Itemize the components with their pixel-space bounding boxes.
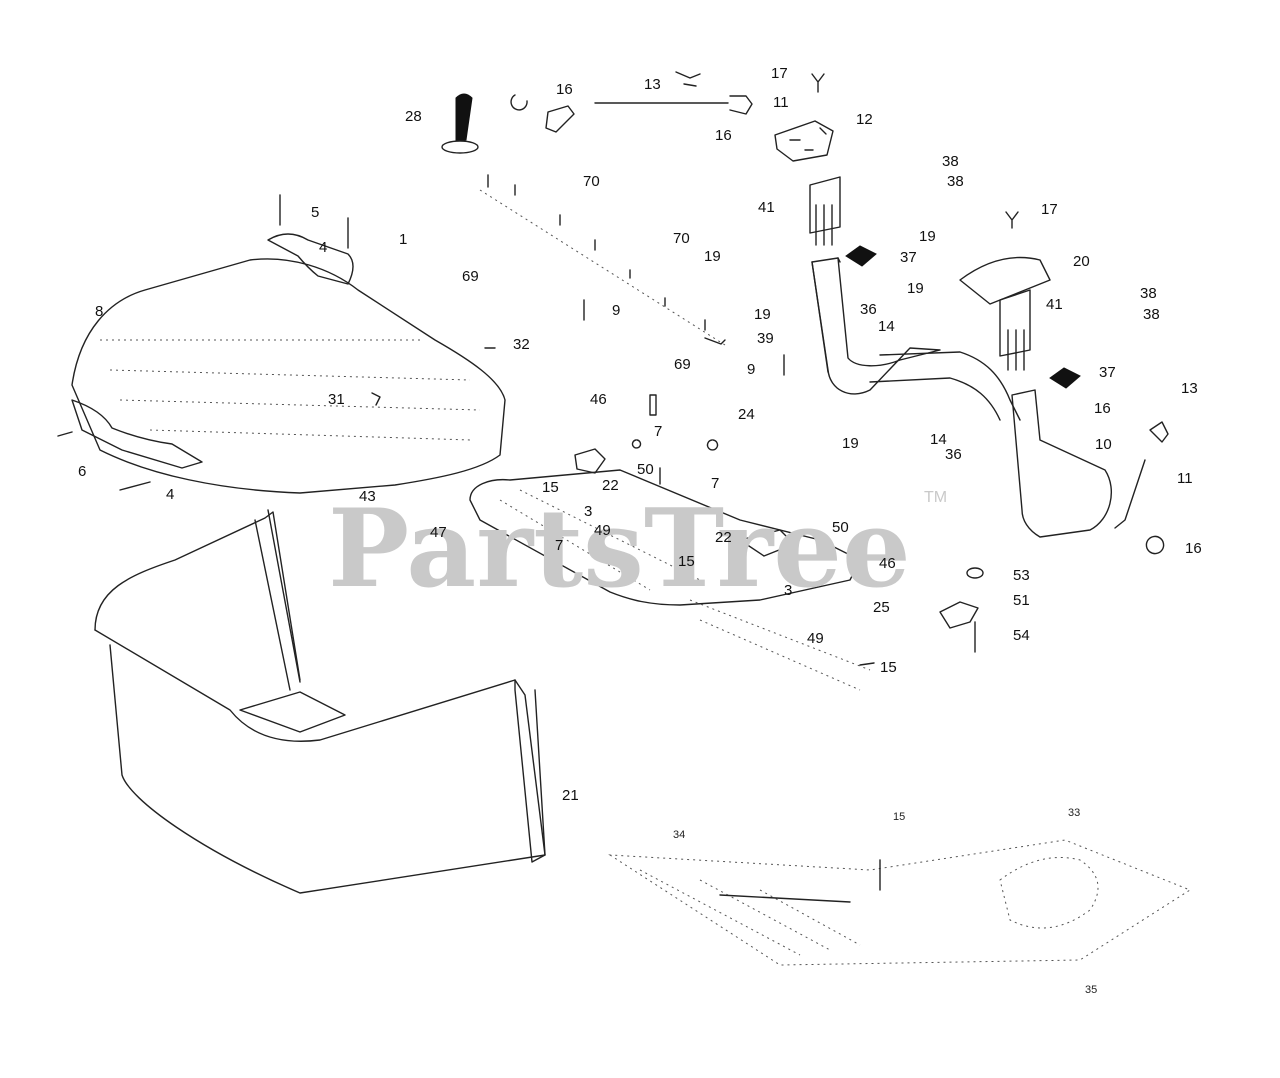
callout-46: 46 [879,555,896,572]
callout-51: 51 [1013,592,1030,609]
callout-10: 10 [1095,436,1112,453]
grass-bag-frame-part [94,509,546,894]
callout-38: 38 [1143,306,1160,323]
lower-frame-rail-part [469,469,871,691]
callout-53: 53 [1013,567,1030,584]
callout-19: 19 [754,306,771,323]
callout-15: 15 [893,811,905,823]
callout-8: 8 [95,303,103,320]
hinge-bracket-part [574,394,795,557]
bracket-12-part [774,120,834,162]
callout-33: 33 [1068,807,1080,819]
callout-9: 9 [612,302,620,319]
callout-38: 38 [947,173,964,190]
callout-41: 41 [758,199,775,216]
callout-9: 9 [747,361,755,378]
callout-19: 19 [919,228,936,245]
callout-19: 19 [907,280,924,297]
callout-24: 24 [738,406,755,423]
support-rod-part [479,174,726,346]
callout-70: 70 [583,173,600,190]
watermark-trademark: TM [924,489,947,506]
handle-tube-left-part [809,176,941,395]
callout-31: 31 [328,391,345,408]
callout-36: 36 [945,446,962,463]
callout-15: 15 [542,479,559,496]
callout-47: 47 [430,524,447,541]
callout-50: 50 [637,461,654,478]
callout-38: 38 [1140,285,1157,302]
callout-25: 25 [873,599,890,616]
callout-22: 22 [715,529,732,546]
callout-35: 35 [1085,984,1097,996]
callout-19: 19 [842,435,859,452]
callout-50: 50 [832,519,849,536]
callout-20: 20 [1073,253,1090,270]
grip-knob-part [441,93,479,154]
callout-15: 15 [678,553,695,570]
callout-5: 5 [311,204,319,221]
callout-4: 4 [166,486,174,503]
callout-37: 37 [1099,364,1116,381]
callout-34: 34 [673,829,685,841]
callout-14: 14 [878,318,895,335]
callout-labels: 17 13 16 11 28 16 12 38 38 70 41 17 5 1 … [78,65,1202,996]
callout-7: 7 [555,537,563,554]
callout-19: 19 [704,248,721,265]
lower-plate-assembly-part [608,839,1192,966]
callout-3: 3 [784,582,792,599]
callout-46: 46 [590,391,607,408]
callout-39: 39 [757,330,774,347]
callout-14: 14 [930,431,947,448]
callout-7: 7 [711,475,719,492]
callout-16: 16 [715,127,732,144]
callout-49: 49 [807,630,824,647]
callout-7: 7 [654,423,662,440]
callout-43: 43 [359,488,376,505]
callout-16: 16 [1094,400,1111,417]
callout-13: 13 [644,76,661,93]
callout-49: 49 [594,522,611,539]
watermark-text: PartsTree [328,486,911,612]
end-cap-part [845,245,1081,389]
callout-32: 32 [513,336,530,353]
callout-21: 21 [562,787,579,804]
callout-17: 17 [1041,201,1058,218]
callout-12: 12 [856,111,873,128]
side-bracket-part [1114,421,1169,555]
callout-22: 22 [602,477,619,494]
callout-54: 54 [1013,627,1030,644]
callout-16: 16 [556,81,573,98]
callout-3: 3 [584,503,592,520]
callout-69: 69 [462,268,479,285]
callout-11: 11 [773,94,789,111]
callout-70: 70 [673,230,690,247]
callout-37: 37 [900,249,917,266]
handle-tube-right-part [869,256,1113,538]
callout-36: 36 [860,301,877,318]
callout-16: 16 [1185,540,1202,557]
callout-13: 13 [1181,380,1198,397]
callout-38: 38 [942,153,959,170]
callout-4: 4 [319,239,327,256]
callout-1: 1 [399,231,407,248]
callout-41: 41 [1046,296,1063,313]
callout-6: 6 [78,463,86,480]
callout-17: 17 [771,65,788,82]
fasteners-part [371,211,1019,666]
hardware-cluster-part [939,567,984,653]
callout-69: 69 [674,356,691,373]
handle-bar-part [510,71,825,133]
callout-15: 15 [880,659,897,676]
callout-11: 11 [1177,470,1193,487]
bag-lid-part [57,194,506,494]
callout-28: 28 [405,108,422,125]
